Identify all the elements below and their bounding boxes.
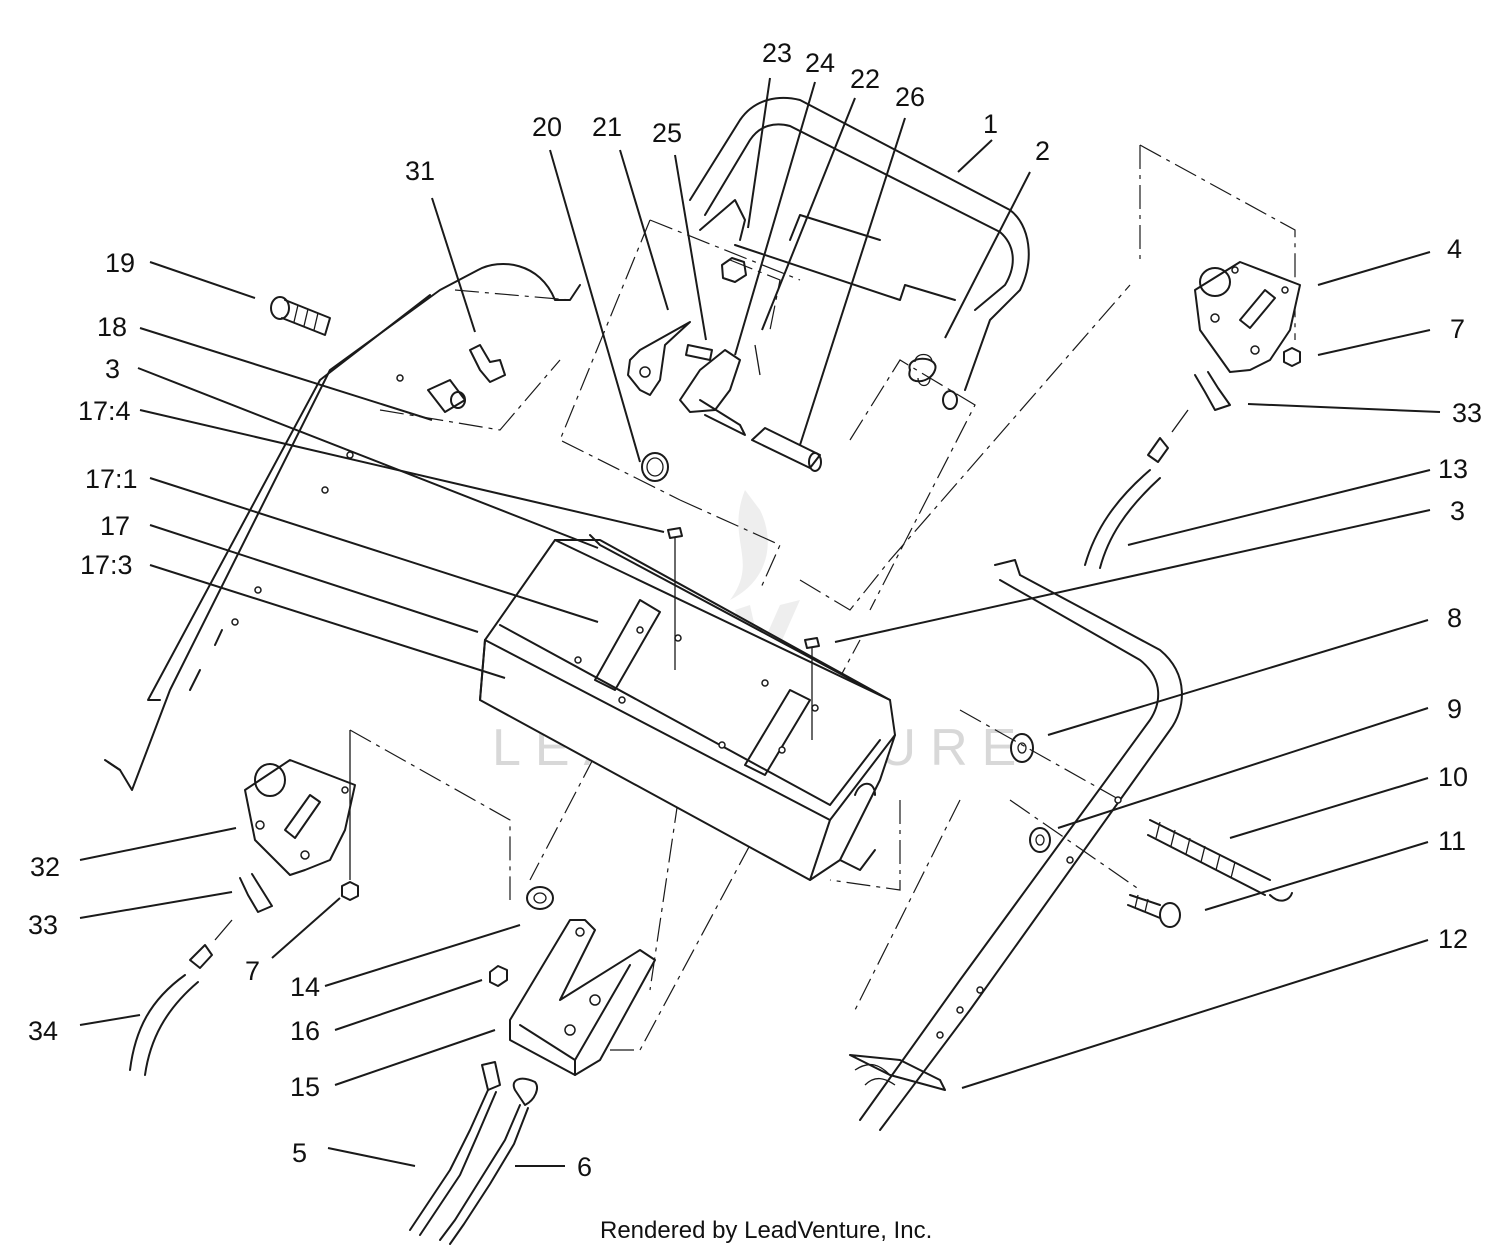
callout-17-4: 17:4 xyxy=(78,396,131,426)
cam-24 xyxy=(679,349,746,436)
callout-24: 24 xyxy=(805,48,835,78)
washer-9 xyxy=(1029,827,1051,853)
lower-bracket xyxy=(509,919,656,1076)
upper-handle-bail xyxy=(689,96,1030,391)
callout-5: 5 xyxy=(292,1138,307,1168)
callout-3-right: 3 xyxy=(1450,496,1465,526)
washer-8 xyxy=(1010,733,1034,763)
pin-25 xyxy=(685,344,713,361)
bushing-20 xyxy=(641,452,669,482)
throttle-control-left xyxy=(244,759,356,876)
footer-credit: Rendered by LeadVenture, Inc. xyxy=(600,1217,932,1244)
callout-18: 18 xyxy=(97,312,127,342)
nut-7-left xyxy=(341,730,359,901)
cable-5 xyxy=(409,1061,501,1236)
callout-13: 13 xyxy=(1438,454,1468,484)
callout-33-left: 33 xyxy=(28,910,58,940)
callout-1: 1 xyxy=(983,109,998,139)
spacer-18 xyxy=(427,379,466,413)
nut-23 xyxy=(721,257,747,283)
bolt-31 xyxy=(469,344,506,383)
callout-6: 6 xyxy=(577,1152,592,1182)
control-panel-assembly xyxy=(479,534,896,881)
callout-23: 23 xyxy=(762,38,792,68)
callout-16: 16 xyxy=(290,1016,320,1046)
bolt-10 xyxy=(1147,819,1293,902)
right-handle-tube xyxy=(849,559,1183,1131)
callout-9: 9 xyxy=(1447,694,1462,724)
callout-4: 4 xyxy=(1447,234,1462,264)
callout-labels: 1 2 3 3 4 5 6 7 7 8 9 10 11 12 13 14 15 … xyxy=(28,38,1482,1182)
lever-21 xyxy=(627,321,691,396)
callout-12: 12 xyxy=(1438,924,1468,954)
spring-2 xyxy=(908,353,958,410)
clip-33-right xyxy=(1194,371,1231,411)
cable-13 xyxy=(1084,409,1189,569)
callout-2: 2 xyxy=(1035,136,1050,166)
callout-11: 11 xyxy=(1438,826,1466,856)
cable-6 xyxy=(439,1077,538,1245)
callout-31: 31 xyxy=(405,156,435,186)
clip-33-left xyxy=(239,873,273,913)
callout-17-3: 17:3 xyxy=(80,550,133,580)
callout-10: 10 xyxy=(1438,762,1468,792)
callout-32: 32 xyxy=(30,852,60,882)
callout-25: 25 xyxy=(652,118,682,148)
callout-33-right: 33 xyxy=(1452,398,1482,428)
throttle-control-right xyxy=(1194,261,1301,373)
callout-21: 21 xyxy=(592,112,622,142)
callout-15: 15 xyxy=(290,1072,320,1102)
bolt-19 xyxy=(270,296,331,336)
callout-34: 34 xyxy=(28,1016,58,1046)
spring-pin-22 xyxy=(754,344,761,376)
bolt-11 xyxy=(1127,894,1181,928)
callout-17-1: 17:1 xyxy=(85,464,138,494)
callout-7-left: 7 xyxy=(245,956,260,986)
cable-34 xyxy=(129,919,233,1076)
callout-8: 8 xyxy=(1447,603,1462,633)
screw-18 xyxy=(667,527,683,670)
callout-26: 26 xyxy=(895,82,925,112)
callout-14: 14 xyxy=(290,972,320,1002)
callout-20: 20 xyxy=(532,112,562,142)
nut-14 xyxy=(526,886,554,910)
sleeve-26 xyxy=(751,427,822,472)
callout-17: 17 xyxy=(100,511,130,541)
callout-22: 22 xyxy=(850,64,880,94)
leader-lines xyxy=(79,77,1441,1167)
nut-7-right xyxy=(1283,347,1301,367)
callout-3-left: 3 xyxy=(105,354,120,384)
callout-7-right: 7 xyxy=(1450,314,1465,344)
screw-3-right xyxy=(804,637,820,740)
nut-16 xyxy=(489,965,508,987)
left-handle-tube xyxy=(104,263,581,791)
callout-19: 19 xyxy=(105,248,135,278)
